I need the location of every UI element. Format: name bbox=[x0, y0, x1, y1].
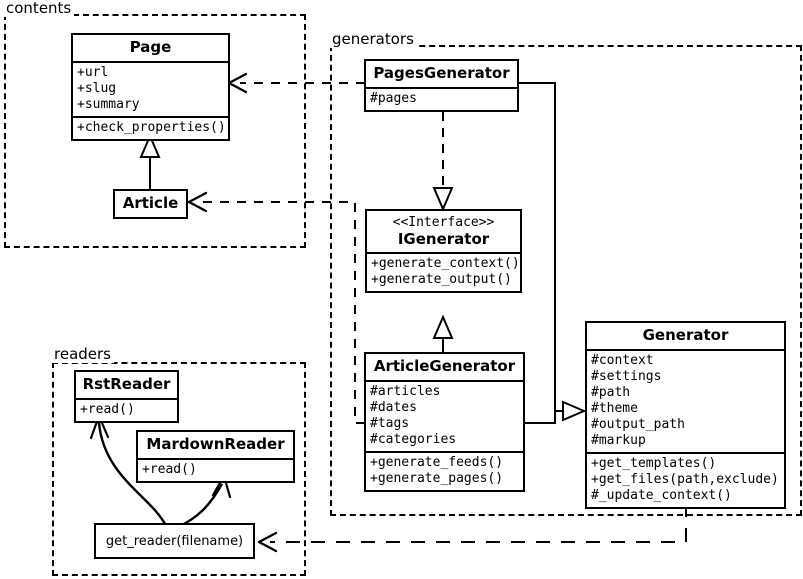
class-page-methods: +check_properties() bbox=[73, 116, 228, 139]
class-articlegenerator-attr-2: #tags bbox=[370, 416, 410, 431]
package-label-contents: contents bbox=[4, 0, 75, 17]
class-generator-attr-2: #path bbox=[591, 385, 631, 400]
class-generator-attr-1: #settings bbox=[591, 369, 662, 384]
class-igenerator-method-0: +generate_context() bbox=[371, 256, 520, 271]
class-igenerator[interactable]: <<Interface>> IGenerator +generate_conte… bbox=[365, 209, 522, 293]
class-page-attributes: +url +slug +summary bbox=[73, 61, 228, 116]
class-generator-attributes: #context #settings #path #theme #output_… bbox=[587, 349, 784, 452]
class-pagesgenerator-attributes: #pages bbox=[366, 87, 517, 110]
package-frame-readers bbox=[52, 362, 306, 576]
function-get-reader-label: get_reader(filename) bbox=[105, 533, 244, 549]
class-mardownreader-method-0: +read() bbox=[142, 462, 197, 477]
class-mardownreader-title: MardownReader bbox=[146, 435, 285, 453]
class-page[interactable]: Page +url +slug +summary +check_properti… bbox=[71, 33, 230, 141]
class-rstreader-method-0: +read() bbox=[80, 402, 135, 417]
class-articlegenerator-attributes: #articles #dates #tags #categories bbox=[366, 380, 523, 451]
class-articlegenerator-attr-1: #dates bbox=[370, 400, 417, 415]
class-articlegenerator-attr-0: #articles bbox=[370, 384, 441, 399]
class-articlegenerator-method-0: +generate_feeds() bbox=[370, 455, 504, 470]
class-pagesgenerator-attr-0: #pages bbox=[370, 91, 417, 106]
class-igenerator-method-1: +generate_output() bbox=[371, 272, 512, 287]
class-generator-attr-5: #markup bbox=[591, 433, 646, 448]
class-articlegenerator-method-1: +generate_pages() bbox=[370, 471, 504, 486]
class-igenerator-methods: +generate_context() +generate_output() bbox=[367, 252, 520, 291]
package-frame-generators bbox=[330, 45, 802, 516]
class-article-title: Article bbox=[122, 194, 179, 212]
class-pagesgenerator-title: PagesGenerator bbox=[373, 64, 510, 82]
class-page-method-0: +check_properties() bbox=[77, 120, 226, 135]
package-label-readers: readers bbox=[52, 346, 114, 363]
package-label-generators: generators bbox=[330, 31, 417, 48]
class-page-attr-0: +url bbox=[77, 65, 109, 80]
class-igenerator-stereotype: <<Interface>> bbox=[392, 215, 495, 230]
class-generator-methods: +get_templates() +get_files(path,exclude… bbox=[587, 452, 784, 507]
class-generator-method-0: +get_templates() bbox=[591, 456, 717, 471]
package-frame-contents bbox=[4, 14, 306, 248]
class-page-attr-1: +slug bbox=[77, 81, 117, 96]
class-generator-attr-4: #output_path bbox=[591, 417, 685, 432]
class-generator-attr-3: #theme bbox=[591, 401, 638, 416]
class-page-attr-2: +summary bbox=[77, 97, 140, 112]
class-articlegenerator-methods: +generate_feeds() +generate_pages() bbox=[366, 451, 523, 490]
class-rstreader[interactable]: RstReader +read() bbox=[74, 370, 179, 423]
class-generator[interactable]: Generator #context #settings #path #them… bbox=[585, 321, 786, 509]
class-page-title: Page bbox=[129, 38, 172, 56]
class-igenerator-title: <<Interface>> IGenerator bbox=[367, 211, 520, 252]
class-generator-attr-0: #context bbox=[591, 353, 654, 368]
class-articlegenerator-title: ArticleGenerator bbox=[373, 357, 516, 375]
class-mardownreader[interactable]: MardownReader +read() bbox=[136, 430, 295, 483]
class-igenerator-name: IGenerator bbox=[397, 230, 490, 248]
class-generator-method-2: #_update_context() bbox=[591, 488, 732, 503]
class-generator-title: Generator bbox=[642, 326, 729, 344]
class-articlegenerator-attr-3: #categories bbox=[370, 432, 457, 447]
class-articlegenerator[interactable]: ArticleGenerator #articles #dates #tags … bbox=[364, 352, 525, 492]
function-get-reader[interactable]: get_reader(filename) bbox=[94, 523, 255, 559]
class-mardownreader-methods: +read() bbox=[138, 458, 293, 481]
class-pagesgenerator[interactable]: PagesGenerator #pages bbox=[364, 59, 519, 112]
class-rstreader-methods: +read() bbox=[76, 398, 177, 421]
class-article[interactable]: Article bbox=[113, 189, 188, 219]
class-rstreader-title: RstReader bbox=[82, 375, 171, 393]
class-generator-method-1: +get_files(path,exclude) bbox=[591, 472, 779, 487]
